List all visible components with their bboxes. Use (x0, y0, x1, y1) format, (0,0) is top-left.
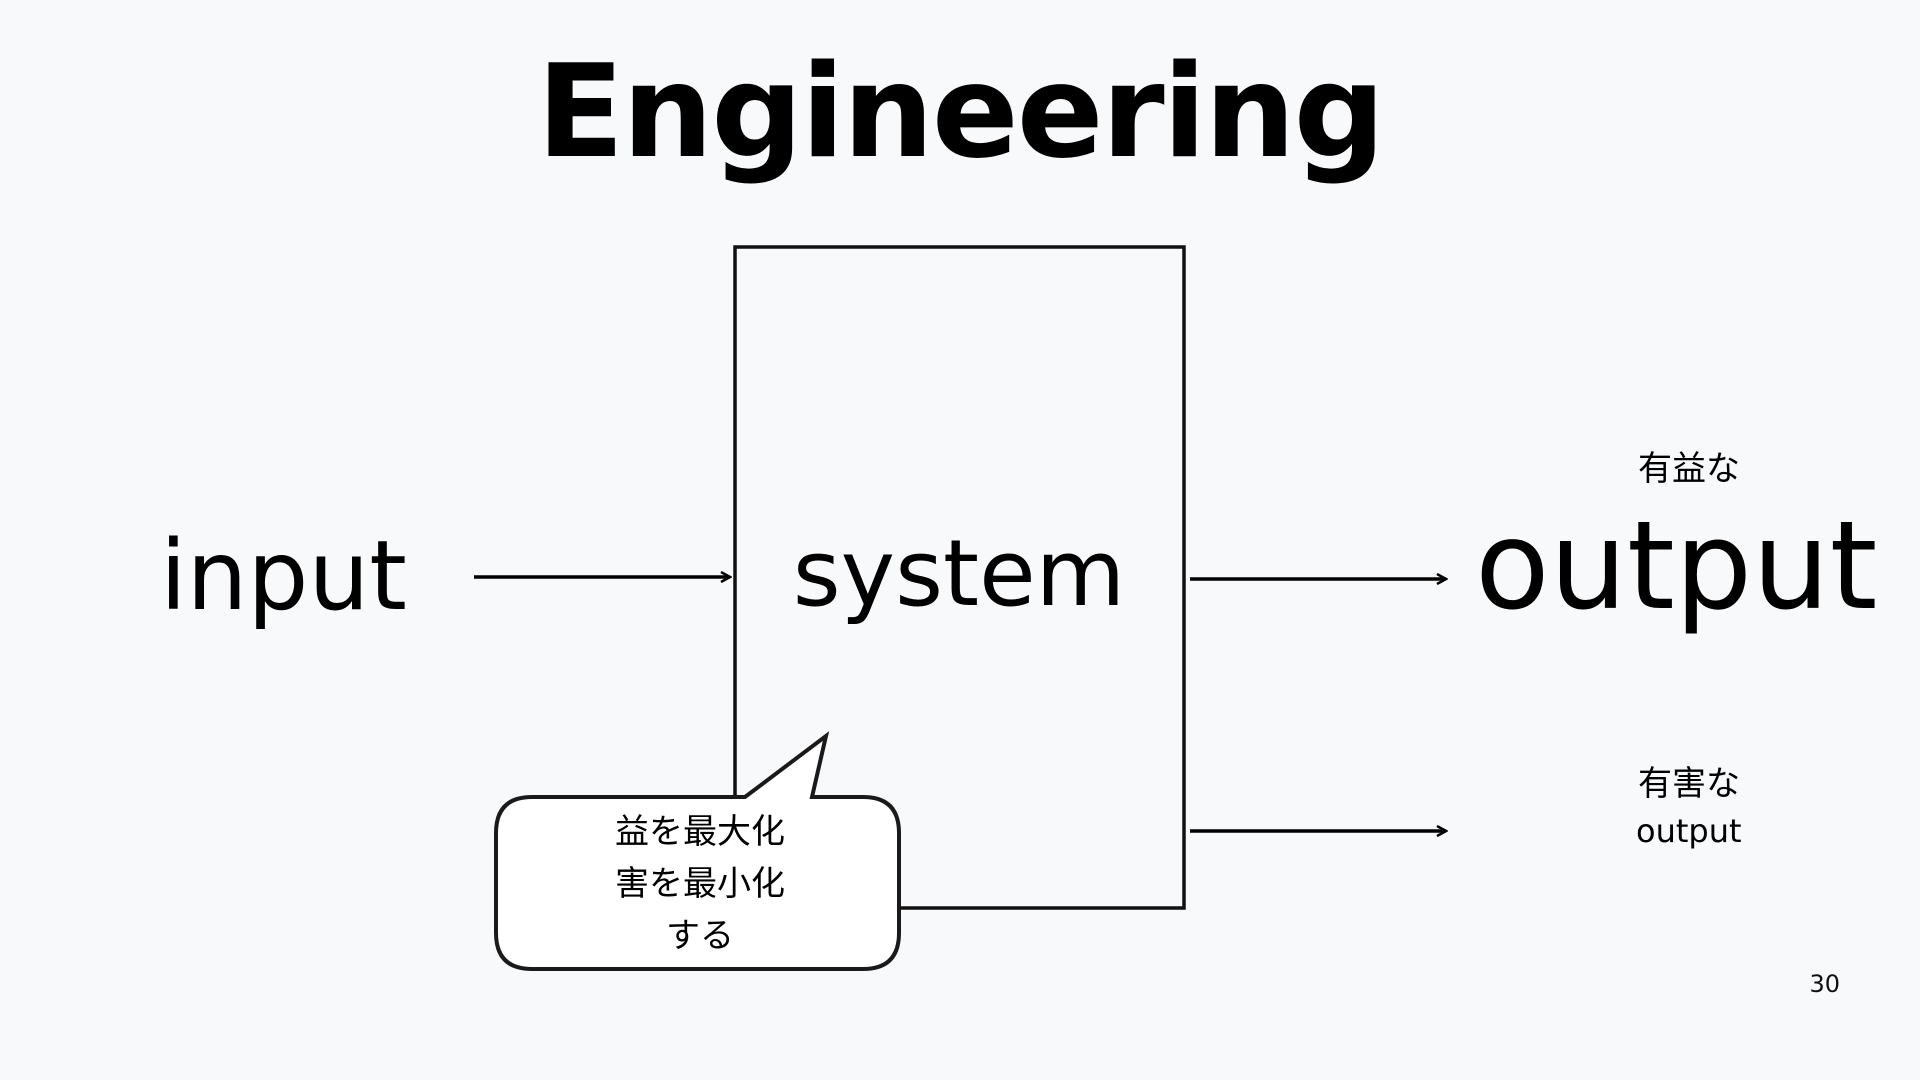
bubble-line-1: 益を最大化 (615, 812, 785, 852)
speech-bubble-text: 益を最大化 害を最小化 する (500, 806, 900, 962)
useful-output-label: output (1475, 495, 1878, 637)
bubble-line-3: する (666, 916, 734, 956)
useful-caption: 有益な (1638, 449, 1740, 489)
bubble-line-2: 害を最小化 (615, 864, 785, 904)
system-box (733, 245, 1186, 910)
system-label: system (792, 520, 1126, 627)
input-label: input (160, 520, 407, 632)
harmful-caption: 有害な (1638, 764, 1740, 804)
slide-title: Engineering (536, 38, 1386, 187)
page-number: 30 (1809, 970, 1840, 998)
speech-bubble (494, 731, 901, 971)
harmful-output-label: output (1636, 812, 1742, 850)
